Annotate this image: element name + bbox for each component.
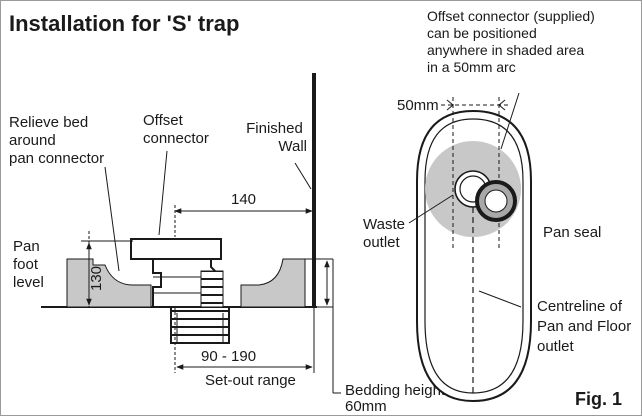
finished-wall-label: Finished Wall (246, 120, 307, 155)
pan-foot-level-label: Pan foot level (13, 238, 44, 291)
bedding-block-right (240, 258, 306, 308)
side-elevation: 130 140 90 - 190 Set-out range Relieve b… (9, 73, 449, 415)
centreline-label: Centreline of Pan and Floor outlet (537, 298, 635, 355)
offset-connector-label: Offset connector (143, 112, 209, 147)
setout-dimension: 90 - 190 (201, 348, 256, 365)
offset-connector (130, 238, 222, 308)
relieve-bed-label: Relieve bed around pan connector (9, 114, 104, 167)
pan-inner-outline (424, 118, 524, 394)
bedding-block-left (66, 258, 152, 308)
diagram-title: Installation for 'S' trap (9, 11, 239, 36)
bedding-height-label: Bedding height 60mm (345, 382, 449, 415)
plan-view: 50mm Offset connector (supplied) can be … (363, 8, 635, 403)
waste-outlet-label: Waste outlet (363, 216, 409, 251)
floor-outlet-pipe (170, 306, 230, 344)
figure-label: Fig. 1 (575, 389, 622, 409)
setout-label: Set-out range (205, 372, 296, 389)
dimension-140-label: 140 (231, 191, 256, 208)
pan-seal-label: Pan seal (543, 224, 601, 241)
dimension-130-label: 130 (88, 266, 105, 291)
supplied-note: Offset connector (supplied) can be posit… (427, 8, 599, 75)
dimension-50mm-label: 50mm (397, 97, 439, 114)
